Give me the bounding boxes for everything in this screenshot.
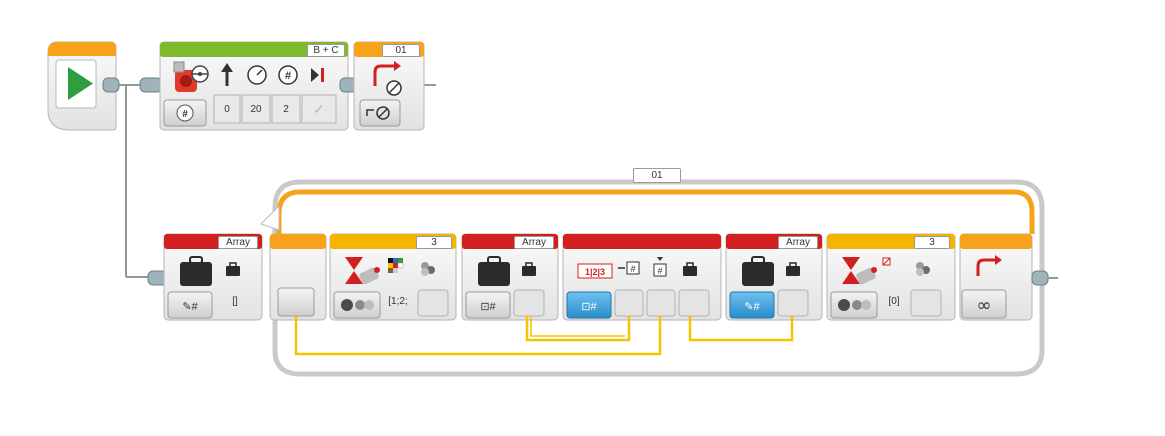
suitcase-icon: [478, 256, 510, 286]
write-mode-button[interactable]: [167, 291, 213, 319]
read-numeric-icon: ⊡#: [480, 301, 496, 313]
suitcase-icon: [180, 256, 212, 286]
write-at-index-icon: ⊡#: [581, 301, 597, 313]
loop-index-output[interactable]: [277, 287, 315, 317]
array-type-label[interactable]: Array: [218, 236, 258, 249]
value-input-icon: #: [653, 257, 667, 277]
loop-interrupt-icon: [373, 61, 402, 96]
write-mode-button[interactable]: [729, 291, 775, 319]
loop-band: [276, 189, 1035, 238]
input-slot[interactable]: [777, 289, 809, 317]
write-at-index-mode-button[interactable]: [566, 291, 612, 319]
interrupt-mode-icon: [366, 106, 390, 120]
infinite-mode-icon: ∞: [977, 295, 992, 316]
sequence-in-plug[interactable]: [139, 77, 163, 93]
hourglass-icon: [345, 257, 363, 284]
play-icon[interactable]: [68, 67, 93, 100]
array-output-icon: [683, 262, 697, 276]
index-input-icon: #: [618, 261, 640, 275]
read-mode-button[interactable]: [465, 291, 511, 319]
array-type-label[interactable]: Array: [514, 236, 554, 249]
mode-selector-button[interactable]: [359, 99, 401, 127]
loop-name-label[interactable]: 01: [633, 168, 681, 183]
output-slot[interactable]: [910, 289, 942, 317]
svg-text:#: #: [657, 266, 662, 276]
svg-text:#: #: [285, 70, 291, 82]
move-tank-block[interactable]: # #: [139, 41, 349, 131]
output-slot[interactable]: [417, 289, 449, 317]
array-type-icon: [786, 262, 800, 276]
steering-value[interactable]: 0: [224, 104, 230, 115]
no-color-icon: [882, 257, 891, 266]
value-input-slot[interactable]: [646, 289, 676, 317]
svg-text:1|2|3: 1|2|3: [585, 267, 605, 277]
color-set-value[interactable]: [0]: [888, 296, 900, 307]
svg-text:#: #: [630, 264, 635, 274]
color-set-value[interactable]: [1;2;: [388, 296, 408, 307]
array-write-block[interactable]: ✎#: [147, 233, 263, 321]
array-write-block-2[interactable]: ✎#: [725, 233, 823, 321]
speed-gauge-icon: [247, 65, 267, 85]
loop-block[interactable]: [260, 179, 1058, 377]
rotations-icon: #: [278, 65, 298, 85]
color-sensor-icon: [359, 267, 380, 285]
brake-checkbox[interactable]: ✓: [313, 101, 325, 117]
array-type-icon: [522, 262, 536, 276]
array-operations-block[interactable]: 1|2|3 # # ⊡#: [562, 233, 722, 321]
sequence-out-plug[interactable]: [1031, 270, 1049, 286]
compare-result-icon: [916, 262, 930, 276]
param-slots: [213, 94, 337, 124]
interrupt-loop-name[interactable]: 01: [382, 44, 420, 57]
array-read-block[interactable]: ⊡#: [461, 233, 559, 321]
hourglass-icon: [842, 257, 860, 284]
ports-label[interactable]: B + C: [307, 44, 345, 57]
port-label[interactable]: 3: [914, 236, 950, 249]
array-type-label[interactable]: Array: [778, 236, 818, 249]
array-index-icon: 1|2|3: [577, 263, 613, 279]
brake-icon: [311, 68, 324, 82]
loop-interrupt-block[interactable]: [339, 41, 425, 131]
start-block[interactable]: [47, 41, 120, 131]
output-slot[interactable]: [513, 289, 545, 317]
array-type-icon: [226, 262, 240, 276]
color-grid-icon: [388, 258, 404, 273]
output-slot[interactable]: [678, 289, 710, 317]
port-label[interactable]: 3: [416, 236, 452, 249]
rotations-mode-icon: #: [182, 109, 188, 120]
compare-result-icon: [421, 262, 435, 276]
loop-icon: [976, 255, 1002, 276]
speed-value[interactable]: 20: [250, 104, 262, 115]
sequence-out-plug[interactable]: [102, 77, 120, 93]
rotations-value[interactable]: 2: [283, 104, 289, 115]
color-sensor-wait-block[interactable]: [329, 233, 457, 321]
index-input-slot[interactable]: [614, 289, 644, 317]
steering-wheel-icon: [191, 65, 209, 83]
direction-arrow-icon: [221, 63, 233, 86]
data-wires: [294, 316, 794, 356]
write-numeric-icon: ✎#: [744, 301, 760, 313]
suitcase-icon: [742, 256, 774, 286]
loop-mode-button[interactable]: [961, 289, 1007, 319]
write-numeric-icon: ✎#: [182, 301, 198, 313]
color-sensor-icon: [856, 267, 877, 285]
array-value[interactable]: []: [232, 296, 238, 307]
